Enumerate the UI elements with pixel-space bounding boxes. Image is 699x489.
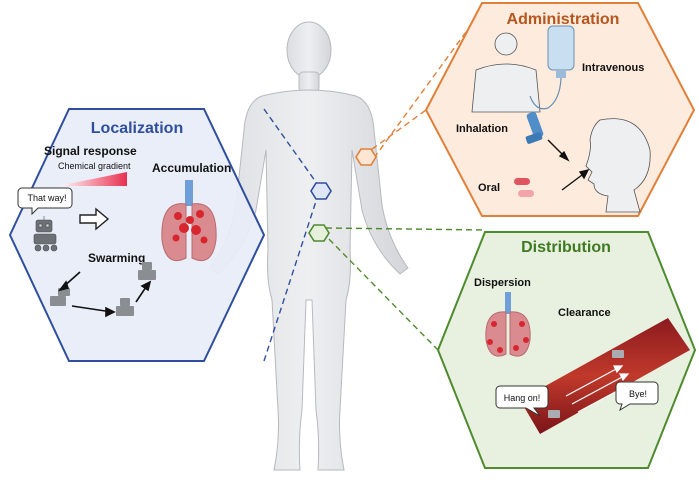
blood-vessel-icon <box>520 318 690 434</box>
accumulation-label: Accumulation <box>152 161 231 175</box>
inhaler-icon <box>525 111 544 144</box>
lungs-icon <box>161 180 217 262</box>
iv-bag-icon <box>529 25 575 110</box>
oral-label: Oral <box>478 182 500 194</box>
chemical-gradient-bar <box>58 172 127 186</box>
lungs-icon-distribution <box>485 292 531 357</box>
distribution-title: Distribution <box>521 239 611 256</box>
human-body-figure <box>209 21 409 471</box>
distribution-marker <box>308 224 330 242</box>
arrow-icon <box>79 207 110 231</box>
speech-that-way: That way! <box>27 193 66 203</box>
administration-marker <box>355 148 377 166</box>
administration-title: Administration <box>507 11 620 28</box>
localization-panel: Localization Signal response Chemical gr… <box>8 108 266 362</box>
robot-icon <box>33 216 58 252</box>
microrobot-swarm-icon <box>50 262 156 316</box>
speech-bye: Bye! <box>629 389 647 399</box>
intravenous-label: Intravenous <box>582 62 644 74</box>
localization-marker <box>310 182 332 200</box>
pill-icon <box>514 178 534 197</box>
speech-hang-on: Hang on! <box>504 393 541 403</box>
head-profile-icon <box>585 118 651 213</box>
administration-arrows <box>547 139 590 191</box>
speech-bubble-hang-on: Hang on! <box>495 385 549 417</box>
speech-bubble-bye: Bye! <box>615 381 659 412</box>
swarm-arrows <box>58 271 152 318</box>
dispersion-label: Dispersion <box>474 277 531 289</box>
chemical-gradient-label: Chemical gradient <box>58 161 131 171</box>
speech-bubble-that-way: That way! <box>17 187 73 216</box>
signal-response-label: Signal response <box>44 144 137 158</box>
connector-lines <box>263 9 486 362</box>
patient-icon <box>471 32 541 113</box>
swarming-label: Swarming <box>88 251 145 265</box>
distribution-panel: Distribution Dispersion Clearance <box>436 231 697 469</box>
localization-title: Localization <box>91 120 183 137</box>
inhalation-label: Inhalation <box>456 123 508 135</box>
clearance-label: Clearance <box>558 307 611 319</box>
administration-panel: Administration Intravenous Inhalation Or… <box>424 2 696 217</box>
